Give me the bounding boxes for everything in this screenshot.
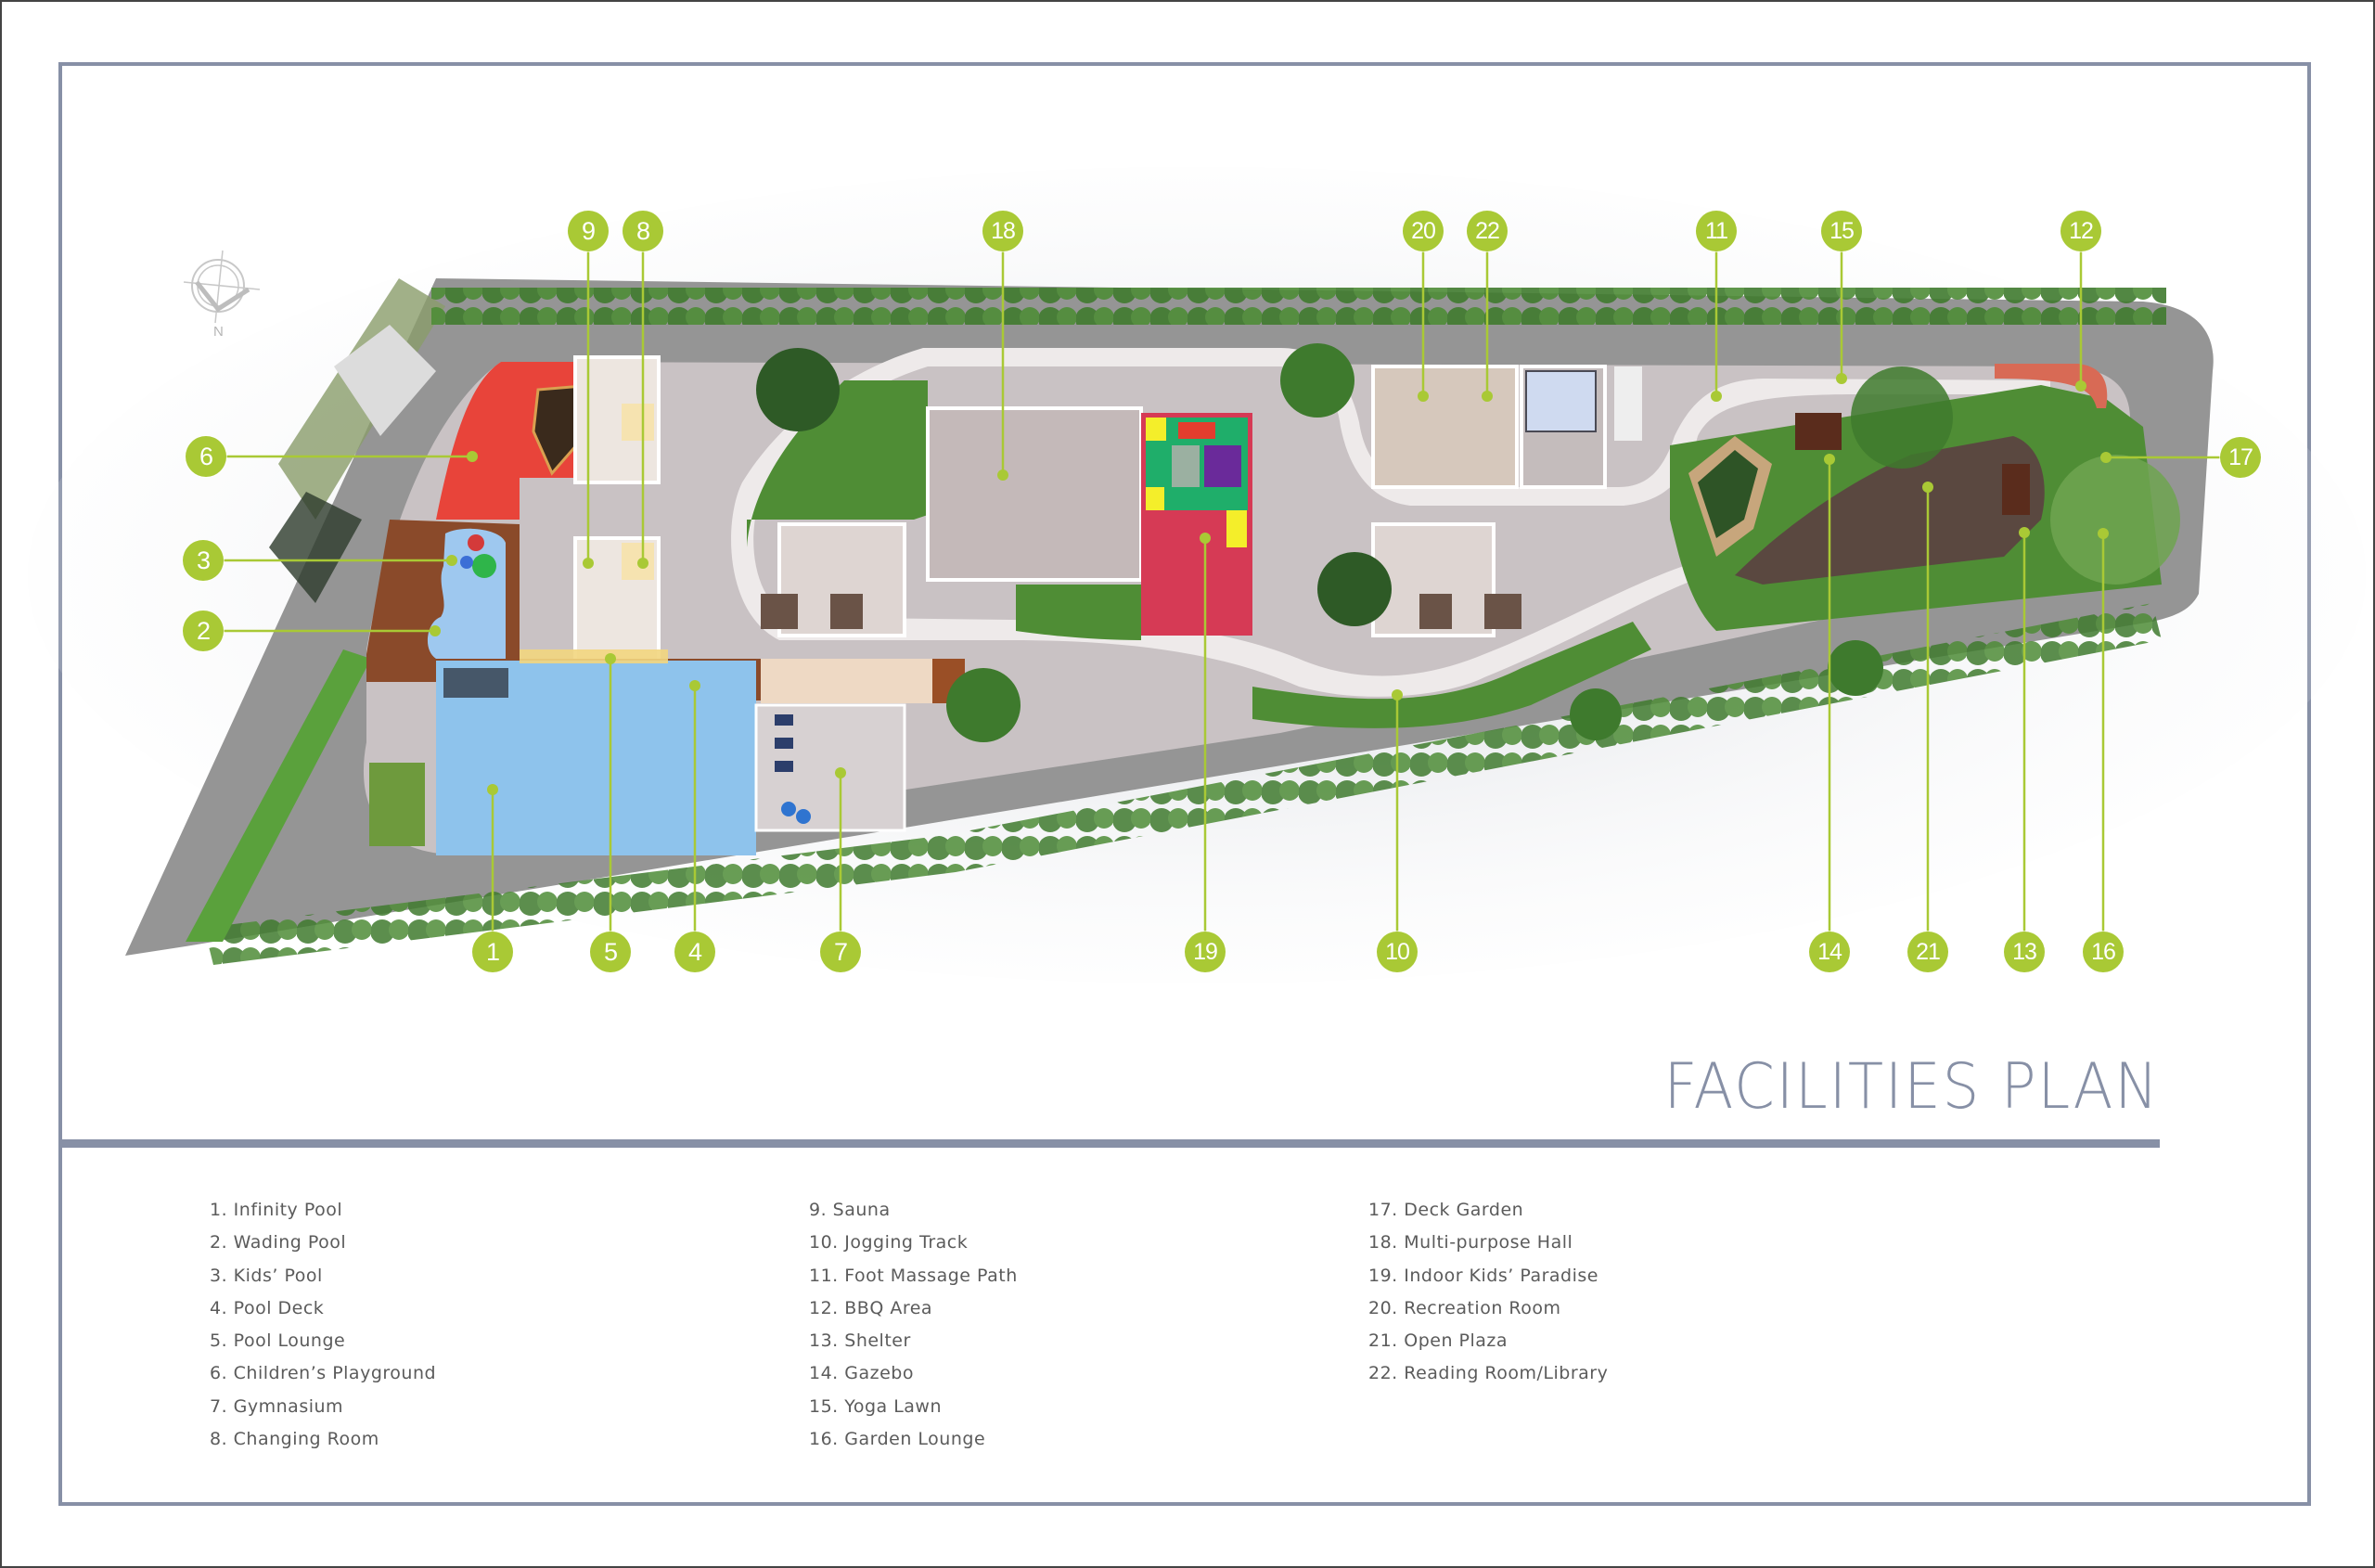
legend-item: 10. Jogging Track: [809, 1232, 969, 1253]
legend-item: 19. Indoor Kids’ Paradise: [1368, 1265, 1598, 1286]
target-dot: [583, 558, 594, 569]
target-dot: [2100, 452, 2112, 463]
facility-marker-20[interactable]: 20: [1403, 211, 1444, 251]
facility-marker-9[interactable]: 9: [568, 211, 609, 251]
facility-marker-15[interactable]: 15: [1821, 211, 1862, 251]
target-dot: [1922, 482, 1933, 493]
target-dot: [689, 680, 700, 691]
callout-leader-lines: [203, 231, 2240, 952]
facility-marker-4[interactable]: 4: [674, 932, 715, 972]
target-dot: [1200, 533, 1211, 544]
target-dot: [1711, 391, 1722, 402]
legend-item: 14. Gazebo: [809, 1363, 914, 1384]
legend-column-1: 1. Infinity Pool 2. Wading Pool 3. Kids’ P…: [210, 1194, 436, 1456]
bbq-area: [1995, 364, 2108, 408]
facility-marker-18[interactable]: 18: [982, 211, 1023, 251]
facility-marker-13[interactable]: 13: [2004, 932, 2045, 972]
legend-item: 21. Open Plaza: [1368, 1330, 1508, 1352]
target-dot: [1392, 689, 1403, 700]
legend-item: 7. Gymnasium: [210, 1395, 344, 1417]
facility-marker-5[interactable]: 5: [590, 932, 631, 972]
legend-item: 16. Garden Lounge: [809, 1429, 986, 1450]
svg-text:N: N: [213, 324, 224, 337]
target-dot: [2098, 528, 2109, 539]
facility-marker-22[interactable]: 22: [1467, 211, 1508, 251]
legend-item: 15. Yoga Lawn: [809, 1395, 943, 1417]
facility-marker-3[interactable]: 3: [183, 540, 224, 581]
target-dot: [1824, 454, 1835, 465]
multipurpose-hall-roof: [926, 406, 1143, 582]
target-dot: [637, 558, 648, 569]
legend-item: 20. Recreation Room: [1368, 1297, 1561, 1318]
target-dot: [605, 653, 616, 664]
facility-marker-10[interactable]: 10: [1377, 932, 1418, 972]
legend-item: 6. Children’s Playground: [210, 1363, 437, 1384]
legend-item: 4. Pool Deck: [210, 1297, 325, 1318]
legend-item: 18. Multi-purpose Hall: [1368, 1232, 1573, 1253]
target-dot: [997, 469, 1008, 481]
legend-item: 3. Kids’ Pool: [210, 1265, 323, 1286]
target-dot: [1836, 373, 1847, 384]
target-dot: [467, 451, 478, 462]
target-dot: [430, 625, 441, 636]
legend-item: 1. Infinity Pool: [210, 1200, 343, 1220]
target-dot: [446, 555, 457, 566]
legend-item: 12. BBQ Area: [809, 1297, 933, 1318]
legend-item: 5. Pool Lounge: [210, 1330, 346, 1352]
facility-marker-1[interactable]: 1: [472, 932, 513, 972]
facility-marker-11[interactable]: 11: [1696, 211, 1737, 251]
open-plaza: [1735, 436, 2045, 585]
legend-item: 2. Wading Pool: [210, 1232, 347, 1253]
legend-column-3: 17. Deck Garden 18. Multi-purpose Hall 19.…: [1368, 1194, 1608, 1391]
title-divider: [58, 1139, 2160, 1148]
facility-marker-19[interactable]: 19: [1185, 932, 1226, 972]
legend-item: 17. Deck Garden: [1368, 1200, 1524, 1220]
legend-item: 8. Changing Room: [210, 1429, 379, 1450]
facility-marker-6[interactable]: 6: [186, 436, 226, 477]
facility-marker-21[interactable]: 21: [1907, 932, 1948, 972]
legend-column-2: 9. Sauna 10. Jogging Track 11. Foot Massag…: [809, 1194, 1018, 1456]
facility-marker-8[interactable]: 8: [623, 211, 663, 251]
facility-marker-14[interactable]: 14: [1809, 932, 1850, 972]
facility-marker-2[interactable]: 2: [183, 610, 224, 651]
legend-item: 11. Foot Massage Path: [809, 1265, 1018, 1286]
legend-item: 22. Reading Room/Library: [1368, 1363, 1609, 1384]
target-dot: [835, 767, 846, 778]
target-dot: [2075, 380, 2086, 392]
recreation-room: [1371, 365, 1519, 489]
facility-marker-17[interactable]: 17: [2220, 437, 2261, 478]
legend-item: 13. Shelter: [809, 1330, 911, 1352]
legend-item: 9. Sauna: [809, 1200, 891, 1220]
page-frame: [58, 62, 2311, 1506]
facility-marker-16[interactable]: 16: [2083, 932, 2124, 972]
target-dot: [2019, 527, 2030, 538]
target-dot: [487, 784, 498, 795]
target-dot: [1482, 391, 1493, 402]
page-title: FACILITIES PLAN: [1663, 1050, 2160, 1124]
target-dot: [1418, 391, 1429, 402]
facility-marker-7[interactable]: 7: [820, 932, 861, 972]
facility-marker-12[interactable]: 12: [2060, 211, 2101, 251]
site-plan-illustration: [28, 167, 2366, 983]
